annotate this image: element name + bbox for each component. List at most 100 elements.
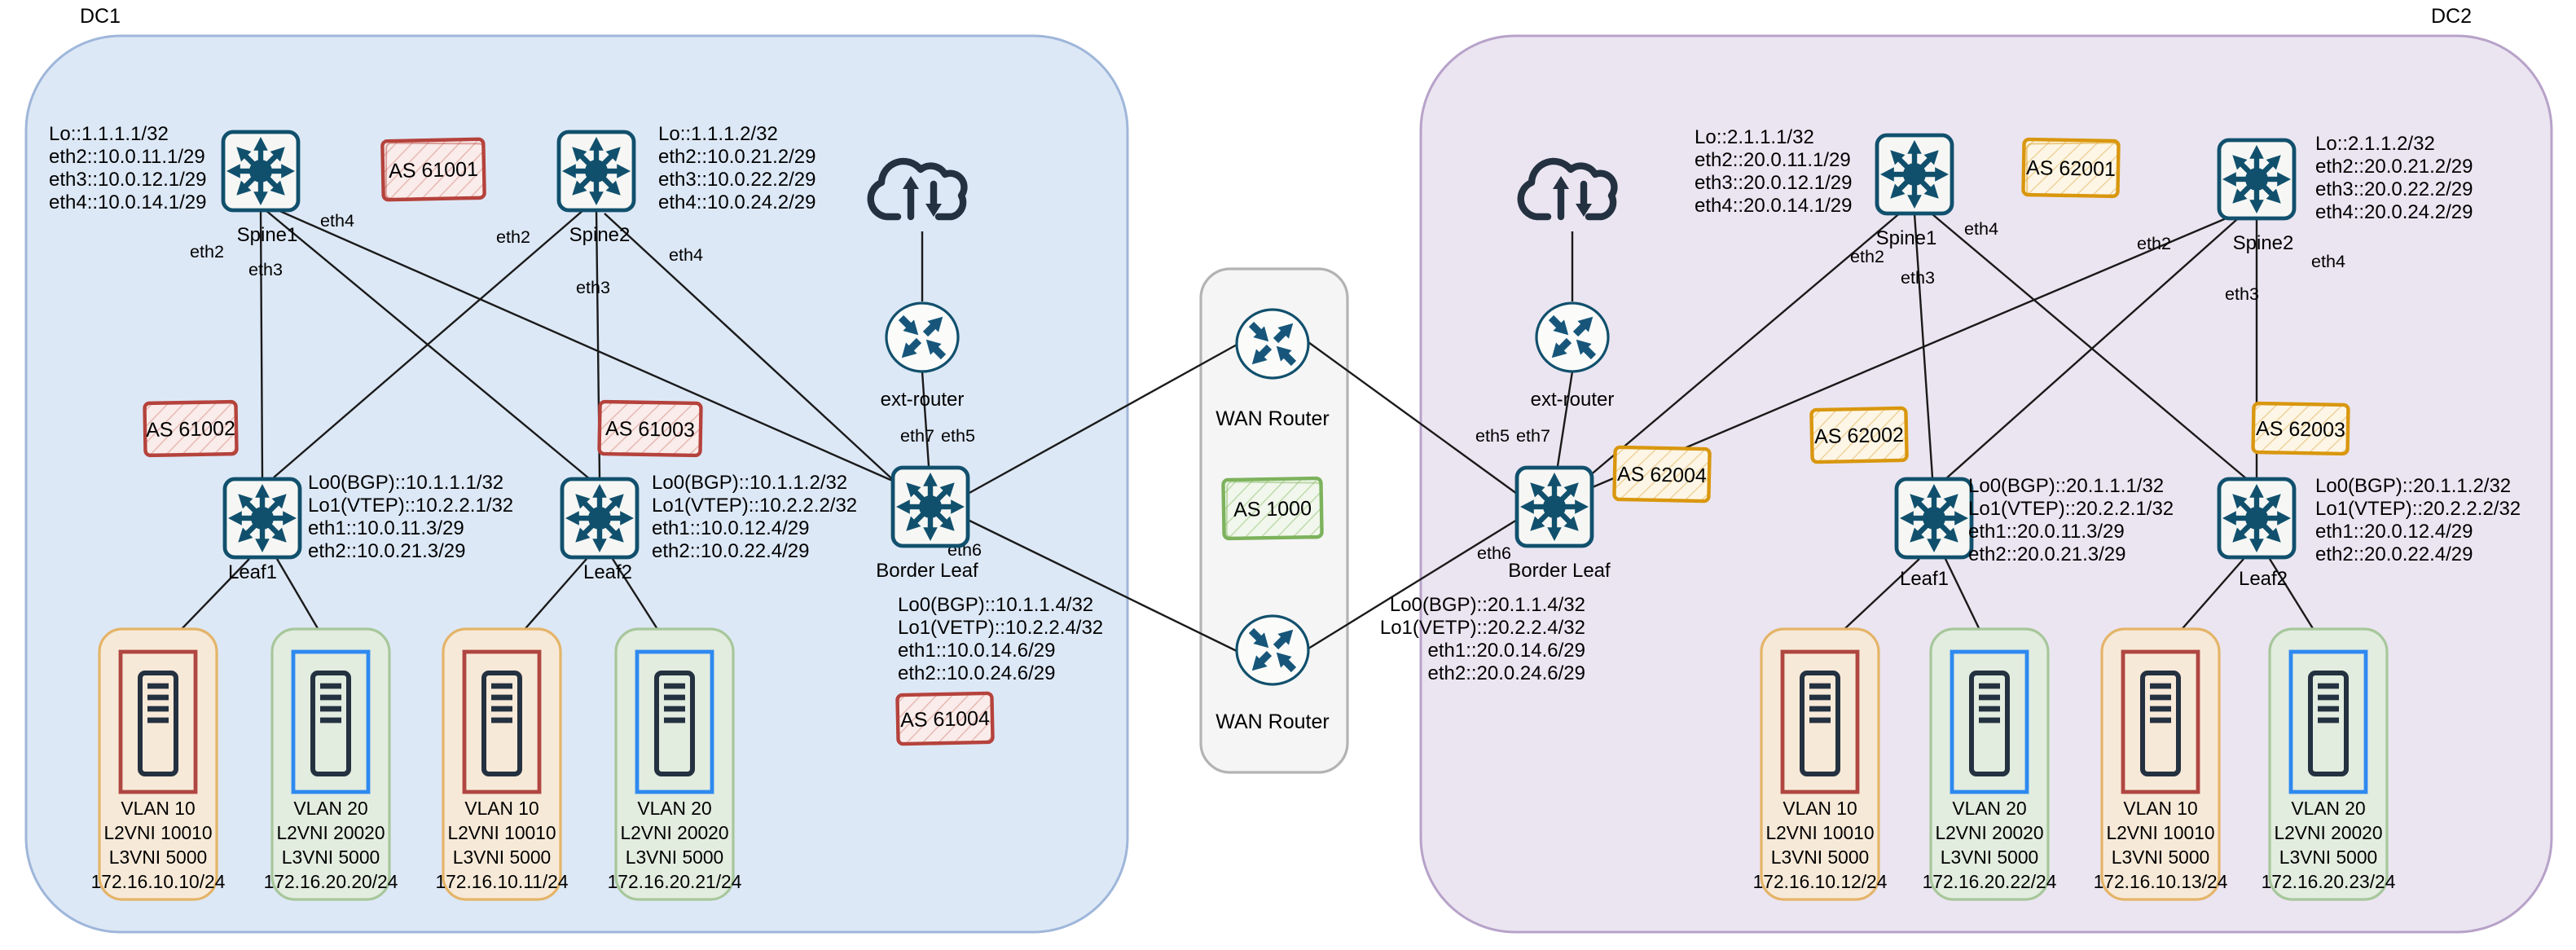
dc2-spine2-eth3-label: eth3 — [2225, 284, 2259, 304]
dc1-leaf1-node: Leaf1 Lo0(BGP)::10.1.1.1/32 Lo1(VTEP)::1… — [225, 472, 513, 583]
dc2-borderleaf-info-line: Lo1(VETP)::20.2.2.4/32 — [1380, 617, 1585, 639]
dc1-spine2-info-line: Lo::1.1.1.2/32 — [658, 123, 778, 145]
server-vlan: VLAN 20 — [2291, 798, 2365, 819]
as-badge-box — [1809, 406, 1909, 464]
l3-switch-icon — [225, 479, 300, 557]
dc2-spine2-info-line: Lo::2.1.1.2/32 — [2315, 133, 2435, 155]
link-dc1-spine2-borderleaf — [604, 213, 902, 488]
dc1-server-2: VLAN 20 L2VNI 20020 L3VNI 5000 172.16.20… — [264, 627, 398, 901]
server-l3vni: L3VNI 5000 — [1941, 847, 2038, 868]
server-l2vni: L2VNI 20020 — [1935, 822, 2043, 843]
dc1-leaf1-info-line: eth1::10.0.11.3/29 — [308, 517, 464, 539]
dc2-borderleaf-eth7-label: eth7 — [1516, 425, 1550, 446]
router-icon — [1237, 616, 1308, 684]
dc1-spine2-eth4-label: eth4 — [669, 244, 703, 265]
dc1-spine1-eth2-label: eth2 — [190, 241, 224, 262]
vlan20-frame — [635, 649, 714, 794]
dc1-leaf2-node: Leaf2 Lo0(BGP)::10.1.1.2/32 Lo1(VTEP)::1… — [562, 472, 857, 583]
l3-switch-icon — [1877, 135, 1952, 213]
router-icon — [1237, 310, 1308, 378]
dc2-as-spines-label: AS 62001 — [2026, 156, 2116, 181]
l3-switch-icon — [2219, 479, 2294, 557]
link-dc2-spine1-borderleaf — [1583, 211, 1902, 482]
wan-router-top-label: WAN Router — [1215, 407, 1329, 430]
server-vlan: VLAN 10 — [1783, 798, 1857, 819]
dc1-extrouter-node: ext-router — [881, 303, 965, 411]
dc1-borderleaf-eth5-label: eth5 — [941, 425, 975, 446]
server-vlan: VLAN 10 — [2123, 798, 2197, 819]
server-vlan: VLAN 20 — [637, 798, 711, 819]
dc2-borderleaf-info-line: Lo0(BGP)::20.1.1.4/32 — [1390, 594, 1585, 616]
dc1-server-4: VLAN 20 L2VNI 20020 L3VNI 5000 172.16.20… — [608, 627, 742, 901]
vlan10-frame — [118, 649, 198, 794]
as-badge-box — [380, 137, 486, 202]
dc2-leaf1-info-line: eth2::20.0.21.3/29 — [1968, 543, 2126, 565]
as-badge-sketch — [1225, 481, 1323, 539]
link-dc1-borderleaf-wantop — [967, 342, 1239, 495]
router-icon — [886, 303, 958, 372]
dc2-leaf1-as-badge: AS 62002 — [1809, 406, 1909, 464]
server-l2vni: L2VNI 20020 — [276, 822, 385, 843]
l3-switch-icon — [1517, 468, 1592, 546]
dc1-spine1-eth4-label: eth4 — [320, 210, 354, 231]
server-ip: 172.16.20.20/24 — [264, 871, 398, 892]
dc1-eth-labels: eth2 eth3 eth4 eth2 eth3 eth4 eth7 eth5 … — [190, 210, 982, 560]
dc1-borderleaf-info-line: eth1::10.0.14.6/29 — [898, 640, 1056, 662]
server-l3vni: L3VNI 5000 — [626, 847, 723, 868]
server-vlan: VLAN 10 — [464, 798, 538, 819]
dc1-leaf2-info-line: Lo1(VTEP)::10.2.2.2/32 — [652, 495, 857, 517]
dc2-spine2-node: Spine2 Lo::2.1.1.2/32 eth2::20.0.21.2/29… — [2219, 133, 2473, 254]
dc2-leaf2-as-label: AS 62003 — [2256, 417, 2345, 442]
dc1-spine2-eth2-label: eth2 — [496, 227, 530, 247]
server-l3vni: L3VNI 5000 — [1771, 847, 1869, 868]
server-l2vni: L2VNI 10010 — [103, 822, 212, 843]
l3-switch-icon — [559, 132, 634, 210]
dc1-spine1-info-line: eth3::10.0.12.1/29 — [49, 169, 207, 191]
l3-switch-icon — [562, 479, 637, 557]
dc2-spine1-eth2-label: eth2 — [1850, 246, 1884, 266]
dc2-spine2-info-line: eth3::20.0.22.2/29 — [2315, 178, 2473, 200]
vlan20-frame — [2288, 649, 2368, 794]
server-ip: 172.16.20.22/24 — [1923, 871, 2057, 892]
server-ip: 172.16.10.10/24 — [91, 871, 226, 892]
link-dc2-spine1-leaf2 — [1927, 209, 2248, 480]
server-l2vni: L2VNI 10010 — [1765, 822, 1874, 843]
dc2-leaf2-node: Leaf2 Lo0(BGP)::20.1.1.2/32 Lo1(VTEP)::2… — [2219, 475, 2521, 590]
dc2-borderleaf-info-line: eth1::20.0.14.6/29 — [1428, 640, 1586, 662]
server-l2vni: L2VNI 20020 — [2274, 822, 2382, 843]
host-group-box — [98, 627, 218, 901]
link-dc2-extrouter-borderleaf — [1556, 371, 1574, 467]
server-ip: 172.16.20.21/24 — [608, 871, 742, 892]
dc2-links — [1556, 209, 2330, 654]
dc2-spine1-node: Spine1 Lo::2.1.1.1/32 eth2::20.0.11.1/29… — [1695, 126, 1952, 249]
dc1-spine1-info-line: Lo::1.1.1.1/32 — [49, 123, 169, 145]
host-group-box — [2100, 627, 2221, 901]
dc1-spine2-node: Spine2 Lo::1.1.1.2/32 eth2::10.0.21.2/29… — [559, 123, 816, 246]
dc1-leaf1-as-badge: AS 61002 — [143, 399, 239, 458]
dc2-borderleaf-eth5-label: eth5 — [1475, 425, 1510, 446]
server-l3vni: L3VNI 5000 — [2279, 847, 2377, 868]
dc1-extrouter-label: ext-router — [881, 389, 965, 411]
as-badge-box — [895, 691, 995, 746]
host-group-box — [2268, 627, 2389, 901]
as-badge-box — [143, 399, 239, 458]
dc2-spine2-info-line: eth4::20.0.24.2/29 — [2315, 201, 2473, 223]
host-group-box — [614, 627, 735, 901]
dc1-spine2-eth3-label: eth3 — [576, 277, 610, 297]
dc2-borderleaf-label: Border Leaf — [1508, 560, 1611, 582]
dc2-extrouter-label: ext-router — [1531, 389, 1615, 411]
server-vlan: VLAN 10 — [121, 798, 195, 819]
server-l3vni: L3VNI 5000 — [453, 847, 551, 868]
link-dc1-spine1-borderleaf — [270, 205, 897, 484]
l3-switch-icon — [893, 468, 968, 546]
dc1-server-3: VLAN 10 L2VNI 10010 L3VNI 5000 172.16.10… — [435, 627, 569, 901]
dc2-leaf2-label: Leaf2 — [2239, 568, 2288, 590]
dc2-leaf2-info-line: Lo1(VTEP)::20.2.2.2/32 — [2315, 498, 2521, 520]
dc1-spine2-label: Spine2 — [569, 224, 631, 246]
server-l2vni: L2VNI 10010 — [447, 822, 556, 843]
as-badge-sketch — [2025, 142, 2120, 197]
wan-as-badge: AS 1000 — [1221, 476, 1324, 541]
vlan10-frame — [1780, 649, 1860, 794]
l3-switch-icon — [2219, 140, 2294, 218]
